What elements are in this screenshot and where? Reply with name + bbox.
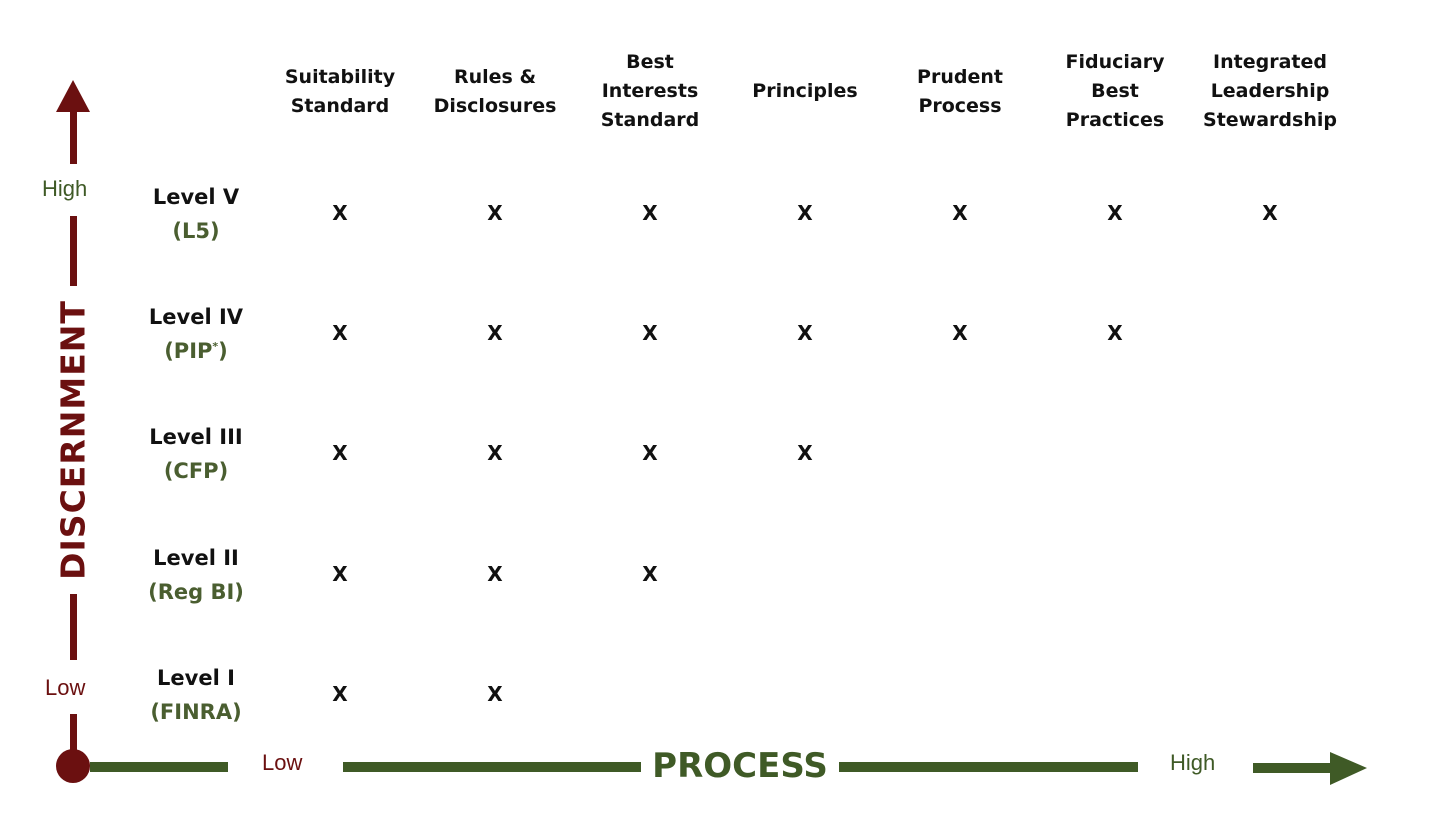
mark-x: X <box>332 321 348 345</box>
column-header-principles: Principles <box>752 80 858 102</box>
row-label-level-i: Level I (FINRA) <box>150 666 242 724</box>
row-label-level-iv: Level IV (PIP*) <box>148 305 244 363</box>
vertical-bar-bottom <box>70 714 77 764</box>
origin-dot <box>56 749 90 783</box>
mark-x: X <box>332 682 348 706</box>
row-label-level-iii: Level III (CFP) <box>149 425 243 483</box>
right-arrow-icon <box>90 752 1367 785</box>
column-header-rules-disclosures: Rules &Disclosures <box>433 66 557 117</box>
mark-x: X <box>332 562 348 586</box>
mark-x: X <box>1107 321 1123 345</box>
mark-x: X <box>642 201 658 225</box>
vertical-bar-top <box>70 108 77 164</box>
horizontal-axis-title: PROCESS <box>652 746 828 786</box>
mark-x: X <box>797 321 813 345</box>
mark-x: X <box>332 201 348 225</box>
right-arrowhead <box>1330 752 1367 785</box>
mark-x: X <box>487 562 503 586</box>
vertical-bar-lower-mid <box>70 594 77 660</box>
up-arrowhead <box>56 80 90 112</box>
horizontal-bar-start <box>90 762 228 772</box>
mark-x: X <box>1107 201 1123 225</box>
mark-x: X <box>642 562 658 586</box>
row-label-level-v: Level V (L5) <box>152 185 240 243</box>
vertical-bar-upper-mid <box>70 216 77 286</box>
mark-x: X <box>797 201 813 225</box>
mark-x: X <box>1262 201 1278 225</box>
mark-x: X <box>642 321 658 345</box>
horizontal-axis-low-label: Low <box>262 750 303 775</box>
horizontal-axis-high-label: High <box>1170 750 1216 775</box>
vertical-axis-title: DISCERNMENT <box>53 300 93 580</box>
mark-x: X <box>642 441 658 465</box>
mark-x: X <box>487 441 503 465</box>
row-label-level-ii: Level II (Reg BI) <box>148 546 244 604</box>
mark-x: X <box>487 682 503 706</box>
horizontal-bar-middle-left <box>343 762 641 772</box>
mark-x: X <box>952 201 968 225</box>
mark-x: X <box>952 321 968 345</box>
vertical-axis-low-label: Low <box>45 675 86 700</box>
mark-x: X <box>487 321 503 345</box>
mark-x: X <box>487 201 503 225</box>
horizontal-bar-end <box>1253 763 1333 773</box>
horizontal-bar-middle-right <box>839 762 1138 772</box>
mark-x: X <box>332 441 348 465</box>
mark-x: X <box>797 441 813 465</box>
up-arrow-icon <box>56 80 90 783</box>
vertical-axis-high-label: High <box>42 176 88 201</box>
